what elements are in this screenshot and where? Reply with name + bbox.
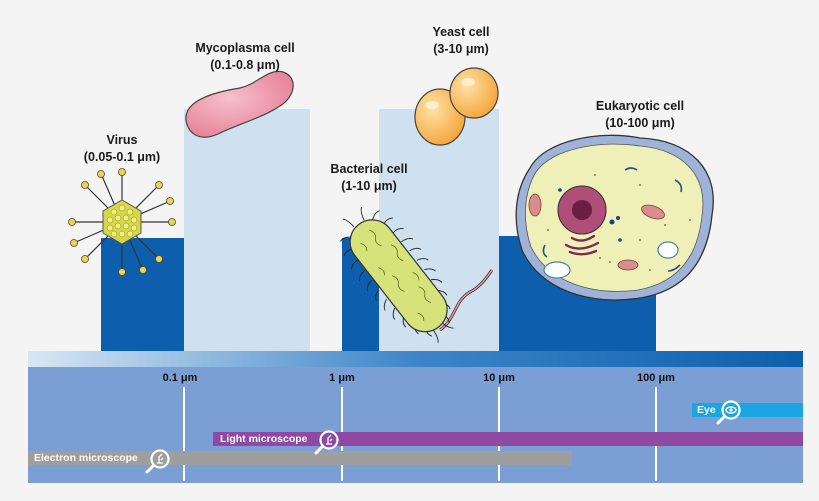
light-microscope-bar [213,432,803,446]
cell-name: Yeast cell [432,25,490,39]
cell-name: Virus [106,133,138,147]
cell-size: (0.05-0.1 μm) [83,150,161,164]
cell-name: Bacterial cell [330,162,408,176]
cell-name: Eukaryotic cell [595,99,685,113]
eye-bar [692,403,803,417]
bacteria-label: Bacterial cell (1-10 μm) [330,161,407,195]
tick-label-2: 10 μm [483,372,515,384]
cell-size: (3-10 μm) [433,42,489,56]
gradient-band [28,351,803,367]
tick-label-3: 100 μm [637,372,675,384]
tick-label-0: 0.1 μm [162,372,198,384]
microscope-icon [145,449,170,474]
tick-label-1: 1 μm [329,372,355,384]
cell-size: (0.1-0.8 μm) [210,58,280,72]
eukaryote-illustration [515,134,714,301]
bar-dark-virus [101,238,184,351]
light-microscope-label: Light microscope [220,433,308,445]
virus-label: Virus (0.05-0.1 μm) [84,132,160,166]
microscope-icon [314,430,339,455]
cell-size: (1-10 μm) [341,179,397,193]
scale-band [28,367,803,483]
eye-icon [716,400,741,425]
bacteria-illustration [339,206,494,343]
cell-size: (10-100 μm) [605,116,675,130]
yeast-label: Yeast cell (3-10 μm) [433,24,490,58]
cell-name: Mycoplasma cell [195,41,295,55]
mycoplasma-label: Mycoplasma cell (0.1-0.8 μm) [195,40,294,74]
virus-illustration [68,168,176,276]
eye-label: Eye [697,404,716,416]
eukaryote-label: Eukaryotic cell (10-100 μm) [596,98,684,132]
electron-microscope-label: Electron microscope [34,452,138,464]
yeast-illustration [414,67,499,146]
mycoplasma-illustration [185,70,294,138]
bar-light-mycoplasma [184,109,310,351]
